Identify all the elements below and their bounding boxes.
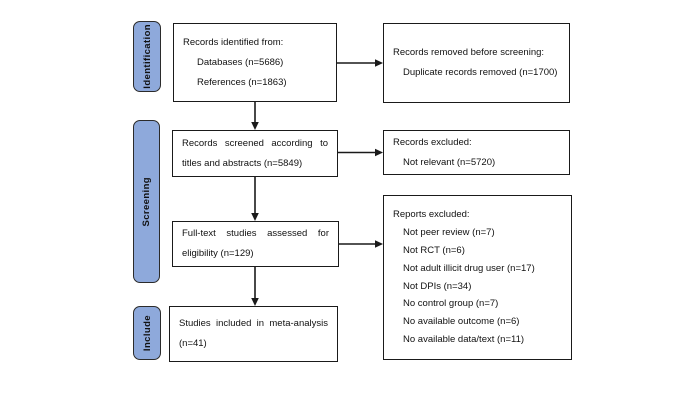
box-line: Records screened according to — [182, 137, 328, 149]
box-line: References (n=1863) — [197, 76, 287, 88]
box-line: Not RCT (n=6) — [403, 244, 465, 256]
records-screened-box: Records screened according to titles and… — [172, 130, 338, 177]
stage-label-text: Screening — [141, 176, 152, 227]
box-line: Not peer review (n=7) — [403, 227, 495, 239]
box-line: eligibility (n=129) — [182, 248, 254, 259]
records-identified-box: Records identified from: Databases (n=56… — [173, 23, 337, 102]
box-line: Reports excluded: — [393, 209, 470, 221]
box-line: (n=41) — [179, 338, 207, 349]
box-line: Studies included in meta-analysis — [179, 318, 328, 329]
arrowheads — [251, 59, 383, 306]
box-line: Records excluded: — [393, 136, 472, 148]
box-line: Records identified from: — [183, 36, 284, 48]
fulltext-assessed-box: Full-text studies assessed for eligibili… — [172, 221, 339, 267]
records-excluded-box: Records excluded: Not relevant (n=5720) — [383, 130, 570, 175]
box-line: titles and abstracts (n=5849) — [182, 157, 303, 169]
box-line: No control group (n=7) — [403, 298, 499, 310]
box-line: No available outcome (n=6) — [403, 316, 520, 328]
box-line: Full-text studies assessed for — [182, 228, 329, 239]
stage-label-identification: Identification — [133, 21, 161, 92]
box-line: Not adult illicit drug user (n=17) — [403, 262, 535, 274]
studies-included-box: Studies included in meta-analysis (n=41) — [169, 306, 338, 362]
stage-label-text: Identification — [141, 24, 153, 89]
records-removed-box: Records removed before screening: Duplic… — [383, 23, 570, 103]
stage-label-include: Include — [133, 306, 161, 360]
box-line: Not relevant (n=5720) — [403, 156, 496, 168]
box-line: Duplicate records removed (n=1700) — [403, 67, 558, 78]
reports-excluded-box: Reports excluded: Not peer review (n=7) … — [383, 195, 572, 360]
box-line: Databases (n=5686) — [197, 56, 284, 68]
stage-label-screening: Screening — [133, 120, 160, 283]
box-line: Records removed before screening: — [393, 47, 545, 58]
box-line: No available data/text (n=11) — [403, 333, 525, 345]
box-line: Not DPIs (n=34) — [403, 280, 472, 292]
stage-label-text: Include — [141, 314, 153, 352]
